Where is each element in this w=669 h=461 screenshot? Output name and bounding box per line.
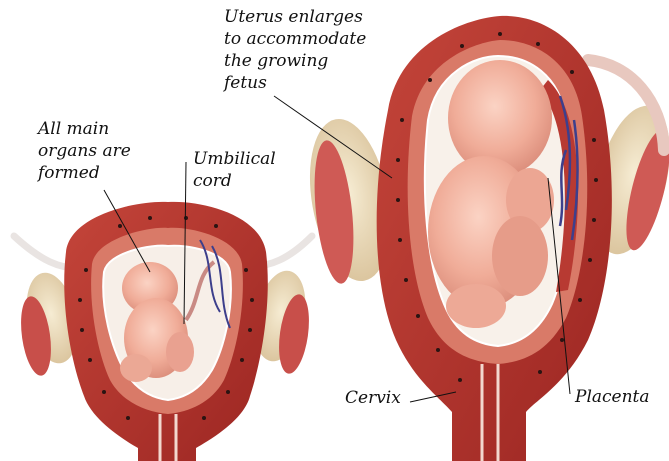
label-organs: All main organs are formed xyxy=(38,118,131,184)
early-uterus-model xyxy=(14,202,313,461)
label-cervix: Cervix xyxy=(345,387,401,409)
label-placenta: Placenta xyxy=(575,386,650,408)
label-umbilical-cord: Umbilical cord xyxy=(193,148,276,192)
label-uterus: Uterus enlarges to accommodate the growi… xyxy=(224,6,366,94)
